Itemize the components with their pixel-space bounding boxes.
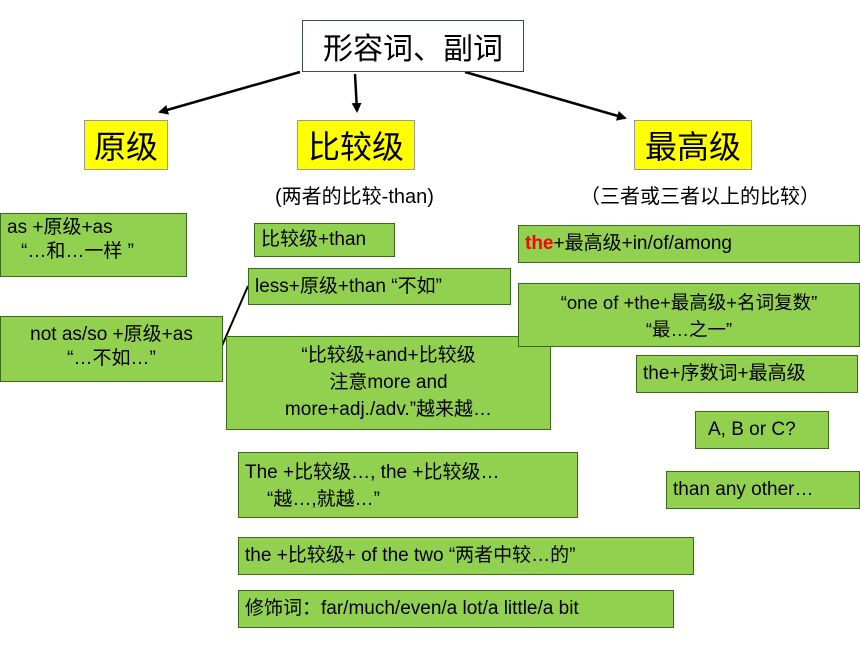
arrow-to-positive: [158, 70, 301, 115]
superlative-box-ordinal: the+序数词+最高级: [636, 355, 858, 393]
highlight-the: the: [525, 233, 554, 254]
superlative-note: （三者或三者以上的比较）: [580, 186, 820, 208]
positive-box-not-as: not as/so +原级+as “…不如…”: [0, 316, 223, 382]
box-line: 注意more and: [329, 372, 448, 393]
comparative-box-modifiers: 修饰词：far/much/even/a lot/a little/a bit: [238, 590, 674, 628]
superlative-box-in-of-among: the+最高级+in/of/among: [518, 225, 860, 263]
box-line: “越…,就越…”: [267, 489, 380, 510]
arrow-to-comparative: [351, 73, 362, 113]
superlative-box-one-of: “one of +the+最高级+名词复数” “最…之一”: [518, 283, 860, 347]
comparative-box-less: less+原级+than “不如”: [248, 268, 511, 305]
diagram-title: 形容词、副词: [302, 20, 524, 72]
category-positive: 原级: [84, 120, 168, 170]
comparative-box-of-two: the +比较级+ of the two “两者中较…的”: [238, 537, 694, 575]
box-line: “比较级+and+比较级: [301, 345, 476, 366]
superlative-box-abc: A, B or C?: [695, 411, 829, 449]
box-line: more+adj./adv.”越来越…: [284, 399, 493, 420]
box-line: The +比较级…, the +比较级…: [245, 462, 500, 483]
category-comparative: 比较级: [297, 120, 415, 170]
link-line: [217, 285, 249, 356]
comparative-note: (两者的比较-than): [275, 186, 434, 208]
box-line: not as/so +原级+as: [30, 324, 193, 345]
box-line: “最…之一”: [645, 319, 733, 340]
box-line: “…不如…”: [67, 348, 156, 369]
comparative-box-and: “比较级+and+比较级 注意more and more+adj./adv.”越…: [226, 336, 551, 430]
category-superlative: 最高级: [634, 120, 752, 170]
positive-box-as-as: as +原级+as “…和…一样 ”: [0, 213, 187, 277]
arrow-to-superlative: [464, 70, 627, 121]
superlative-rule-text: +最高级+in/of/among: [553, 233, 732, 254]
comparative-box-the-the: The +比较级…, the +比较级… “越…,就越…”: [238, 452, 578, 518]
box-line: “one of +the+最高级+名词复数”: [560, 292, 818, 313]
box-line: “…和…一样 ”: [21, 241, 134, 262]
comparative-box-than: 比较级+than: [254, 223, 395, 257]
box-line: as +原级+as: [7, 217, 113, 238]
superlative-box-than-any-other: than any other…: [666, 471, 860, 509]
